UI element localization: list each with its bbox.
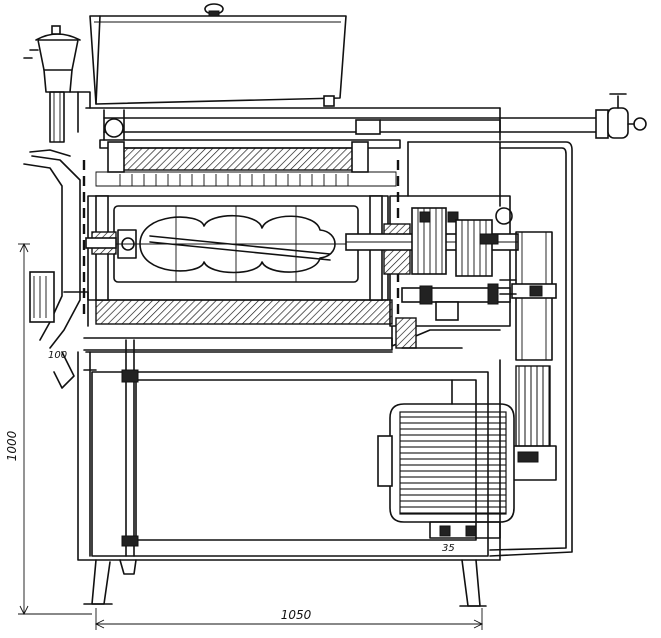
- top-hopper: [89, 3, 347, 107]
- detail-label-100: 100: [48, 350, 67, 361]
- belt-drive: [499, 231, 557, 481]
- left-chute: [23, 149, 89, 389]
- lower-stand: [77, 339, 501, 607]
- teeth-row: [119, 174, 349, 186]
- dimension-width: [94, 608, 484, 630]
- drive-gearbox: [345, 195, 519, 349]
- electric-motor: [377, 403, 515, 539]
- dimension-height: [18, 242, 92, 616]
- width-dimension-label: 1050: [281, 608, 312, 622]
- water-pipe: [85, 93, 647, 141]
- feeder-cup: [23, 25, 91, 143]
- kneading-rotor: [113, 205, 359, 283]
- height-dimension-label: 1000: [5, 430, 19, 461]
- left-shaft: [85, 229, 137, 259]
- return-pipe: [489, 141, 573, 557]
- detail-label-35: 35: [442, 543, 455, 554]
